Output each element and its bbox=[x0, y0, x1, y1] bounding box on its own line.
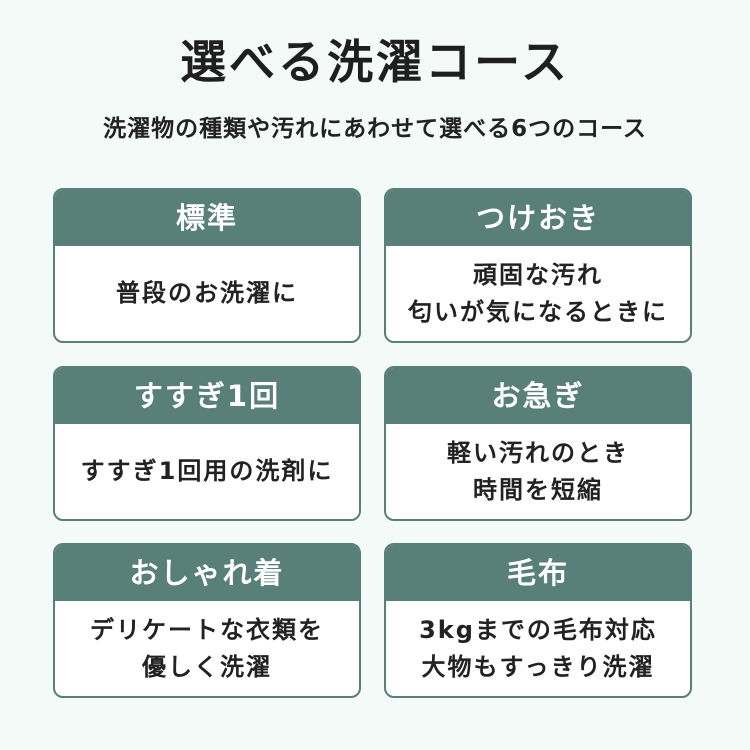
course-description-line: 軽い汚れのとき bbox=[447, 438, 629, 467]
course-card-quick: お急ぎ 軽い汚れのとき 時間を短縮 bbox=[384, 366, 692, 521]
course-name: おしゃれ着 bbox=[55, 545, 359, 601]
course-description-line: 大物もすっきり洗濯 bbox=[421, 652, 655, 681]
course-name: すすぎ1回 bbox=[55, 368, 359, 424]
course-card-soak: つけおき 頑固な汚れ 匂いが気になるときに bbox=[384, 188, 692, 343]
course-card-delicate: おしゃれ着 デリケートな衣類を 優しく洗濯 bbox=[53, 543, 361, 698]
course-description-line: デリケートな衣類を bbox=[90, 615, 324, 644]
course-description-line: すすぎ1回用の洗剤に bbox=[80, 457, 334, 485]
course-description-line: 頑固な汚れ bbox=[473, 260, 603, 289]
course-description: デリケートな衣類を 優しく洗濯 bbox=[55, 601, 359, 696]
course-name: 標準 bbox=[55, 190, 359, 246]
course-description: 軽い汚れのとき 時間を短縮 bbox=[386, 424, 690, 519]
page-title: 選べる洗濯コース bbox=[180, 35, 570, 89]
course-name: お急ぎ bbox=[386, 368, 690, 424]
course-description-line: 優しく洗濯 bbox=[142, 652, 272, 681]
course-card-blanket: 毛布 3kgまでの毛布対応 大物もすっきり洗濯 bbox=[384, 543, 692, 698]
course-card-single-rinse: すすぎ1回 すすぎ1回用の洗剤に bbox=[53, 366, 361, 521]
course-description-line: 3kgまでの毛布対応 bbox=[419, 615, 657, 644]
course-description-line: 普段のお洗濯に bbox=[116, 279, 298, 307]
course-description: 3kgまでの毛布対応 大物もすっきり洗濯 bbox=[386, 601, 690, 696]
course-card-standard: 標準 普段のお洗濯に bbox=[53, 188, 361, 343]
course-name: つけおき bbox=[386, 190, 690, 246]
course-description: すすぎ1回用の洗剤に bbox=[55, 424, 359, 519]
course-description: 普段のお洗濯に bbox=[55, 246, 359, 341]
course-description-line: 時間を短縮 bbox=[473, 475, 603, 504]
course-description: 頑固な汚れ 匂いが気になるときに bbox=[386, 246, 690, 341]
page-subtitle: 洗濯物の種類や汚れにあわせて選べる6つのコース bbox=[103, 116, 647, 142]
course-name: 毛布 bbox=[386, 545, 690, 601]
course-description-line: 匂いが気になるときに bbox=[408, 297, 668, 326]
